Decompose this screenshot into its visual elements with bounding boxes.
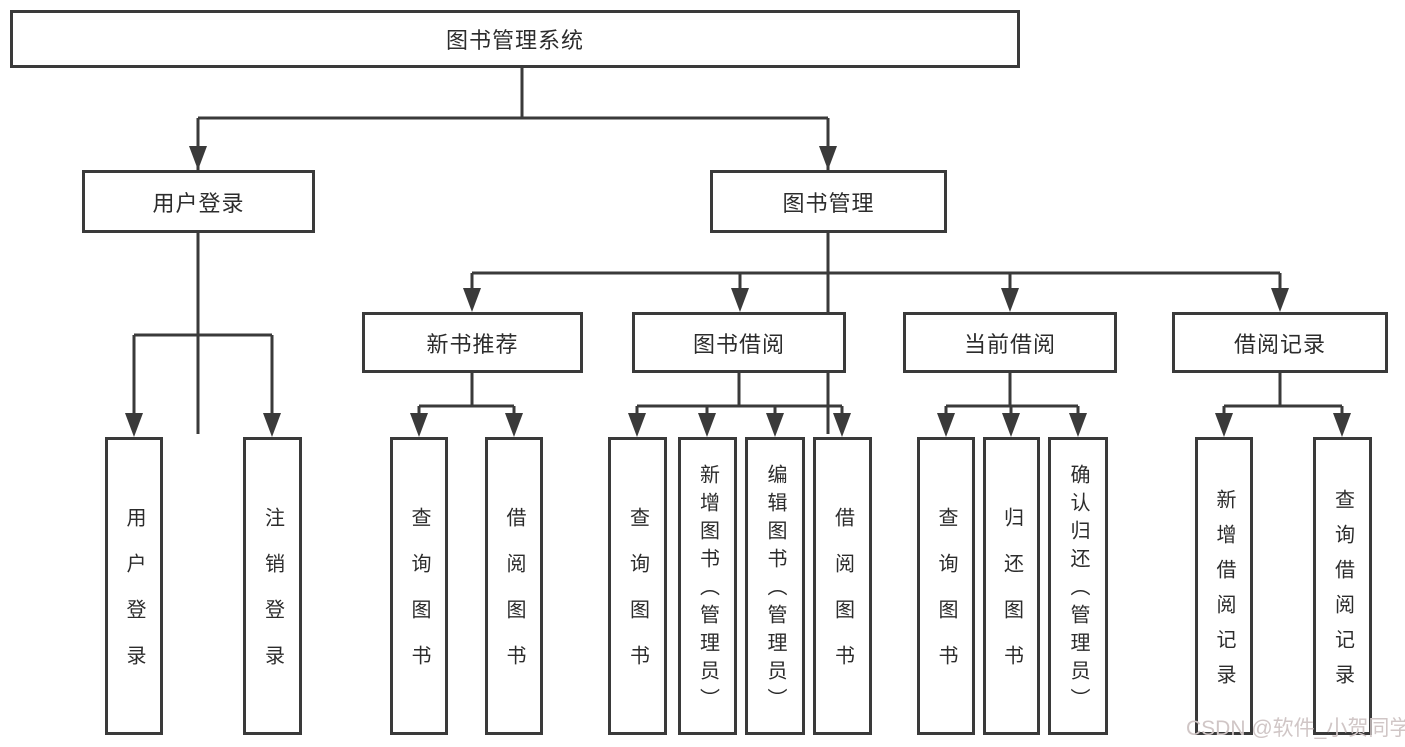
arrowhead-leaf-query-borrow-record [1333,413,1351,437]
node-borrowing-records-label: 借阅记录 [1233,331,1326,357]
arrowhead-leaf-query-books-borrow [628,413,646,437]
leaf-query-books-current: 查询图书 [917,437,975,735]
connector-user-login-group [132,233,274,433]
connector-borrowing-records-group [1222,373,1344,433]
connector-root-stubs [196,118,830,166]
arrowhead-borrowing-records [1271,288,1289,312]
node-user-login-label: 用户登录 [152,190,245,216]
leaf-query-books-recommend: 查询图书 [390,437,448,735]
node-book-management: 图书管理 [710,170,947,233]
leaf-query-books-current-label: 查询图书 [935,507,957,691]
csdn-watermark: CSDN @软件_小贺同学 [1186,717,1405,740]
arrowhead-leaf-query-books-recommend [410,413,428,437]
node-book-management-label: 图书管理 [782,190,875,216]
node-book-borrowing-label: 图书借阅 [692,331,785,357]
node-root-label: 图书管理系统 [445,28,584,53]
leaf-user-login: 用户登录 [105,437,163,735]
leaf-borrow-books-recommend-label: 借阅图书 [503,507,525,691]
leaf-add-borrow-record: 新增借阅记录 [1195,437,1253,735]
arrowhead-leaf-logout [263,413,281,437]
leaf-add-book-admin: 新增图书（管理员） [678,437,737,735]
leaf-query-books-borrow: 查询图书 [608,437,667,735]
connector-new-book-recommend-group [417,373,516,433]
leaf-borrow-books: 借阅图书 [813,437,872,735]
connector-root-to-level2 [196,68,830,434]
arrowhead-new-book-recommend [463,288,481,312]
arrowhead-leaf-borrow-books [833,413,851,437]
node-root-library-management-system: 图书管理系统 [10,10,1020,68]
node-current-borrowing: 当前借阅 [903,312,1117,373]
connector-book-borrowing-group [635,373,844,433]
leaf-add-book-admin-label: 新增图书（管理员） [696,464,719,716]
leaf-query-borrow-record-label: 查询借阅记录 [1331,488,1354,699]
arrowhead-current-borrowing [1001,288,1019,312]
leaf-return-book-label: 归还图书 [1000,507,1023,691]
node-new-book-recommend-label: 新书推荐 [426,331,519,357]
arrowhead-leaf-query-books-current [937,413,955,437]
node-current-borrowing-label: 当前借阅 [963,331,1056,357]
leaf-query-borrow-record: 查询借阅记录 [1313,437,1372,735]
node-borrowing-records: 借阅记录 [1172,312,1388,373]
node-user-login: 用户登录 [82,170,315,233]
connector-book-management-group [470,233,1282,308]
leaf-confirm-return-admin-label: 确认归还（管理员） [1067,464,1089,716]
leaf-borrow-books-label: 借阅图书 [831,507,854,691]
leaf-query-books-recommend-label: 查询图书 [408,507,430,691]
arrowhead-leaf-edit-book [766,413,784,437]
arrowhead-user-login [189,146,207,170]
leaf-logout-label: 注销登录 [261,507,284,691]
arrowhead-leaf-user-login [125,413,143,437]
leaf-query-books-borrow-label: 查询图书 [626,507,649,691]
leaf-user-login-label: 用户登录 [123,507,145,691]
leaf-return-book: 归还图书 [983,437,1040,735]
arrowhead-leaf-add-borrow-record [1215,413,1233,437]
node-new-book-recommend: 新书推荐 [362,312,583,373]
leaf-confirm-return-admin: 确认归还（管理员） [1048,437,1108,735]
leaf-logout: 注销登录 [243,437,302,735]
arrowhead-book-management [819,146,837,170]
leaf-borrow-books-recommend: 借阅图书 [485,437,543,735]
leaf-add-borrow-record-label: 新增借阅记录 [1213,488,1235,699]
arrowhead-book-borrowing [731,288,749,312]
leaf-edit-book-admin-label: 编辑图书（管理员） [764,464,786,716]
leaf-edit-book-admin: 编辑图书（管理员） [745,437,805,735]
node-book-borrowing: 图书借阅 [632,312,846,373]
arrowhead-leaf-return-book [1002,413,1020,437]
arrowhead-leaf-confirm-return [1069,413,1087,437]
arrowhead-leaf-add-book [698,413,716,437]
arrowhead-leaf-borrow-books-recommend [505,413,523,437]
